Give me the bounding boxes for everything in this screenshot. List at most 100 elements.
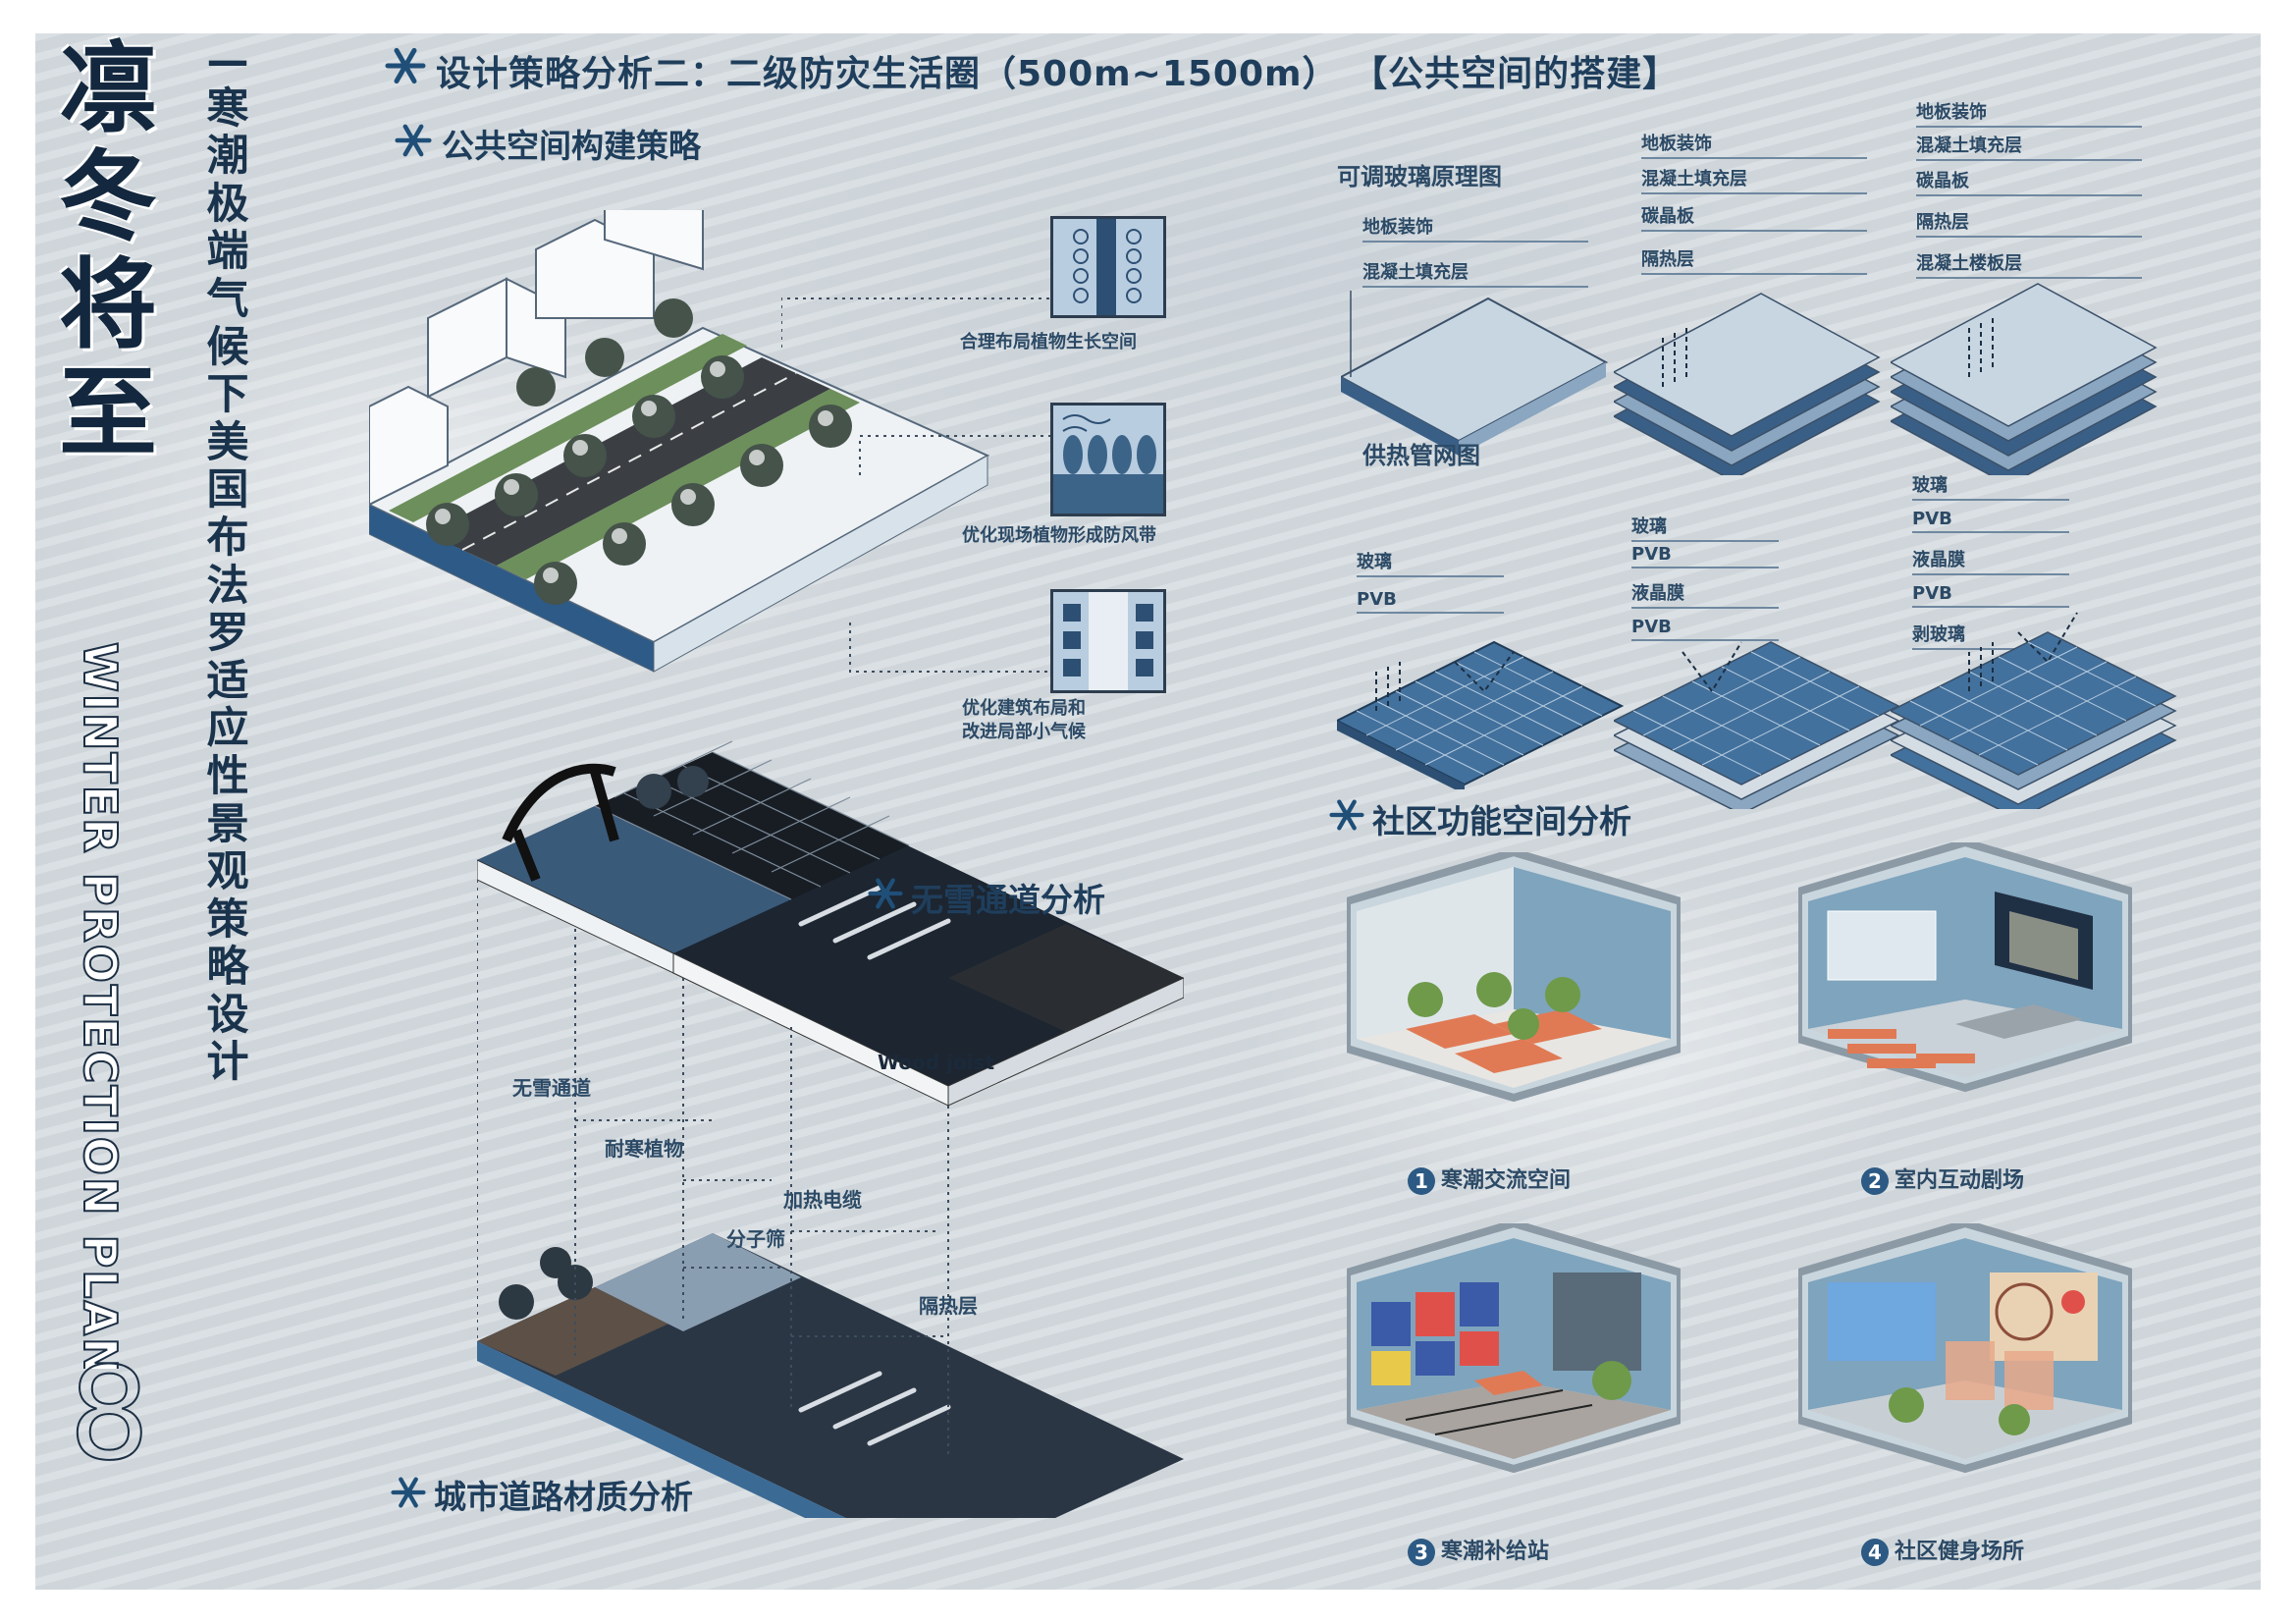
room-fitness (1798, 1223, 2132, 1474)
panel3-layer-3: 碳晶板 (1916, 167, 2142, 196)
strategy-subtitle: 公共空间构建策略 (442, 127, 701, 165)
street-isometric-diagram (369, 210, 990, 673)
windbreak-icon (1050, 403, 1166, 516)
glass3-layer-5: 剥玻璃 (1912, 621, 2069, 650)
panel1-layer-2: 混凝土填充层 (1362, 258, 1588, 288)
slab-floor-panel (1891, 283, 2158, 475)
panel3-layer-2: 混凝土填充层 (1916, 132, 2142, 161)
room-1-number: 1 (1408, 1167, 1435, 1195)
heating-floor-panel (1341, 291, 1609, 456)
label-heating-cable: 加热电缆 (783, 1188, 862, 1212)
panel2-layer-2: 混凝土填充层 (1641, 165, 1867, 194)
callout-lines (781, 298, 1051, 673)
glass-panel-lc (1614, 641, 1900, 809)
title-char-1: 凛 (59, 33, 157, 146)
svg-text:WINTER PROTECTION PLAN: WINTER PROTECTION PLAN (74, 642, 127, 1369)
room-3-text: 寒潮补给站 (1441, 1540, 1550, 1564)
room-4-number: 4 (1861, 1539, 1889, 1566)
glass2-layer-4: PVB (1631, 617, 1779, 641)
glass2-layer-1: 玻璃 (1631, 513, 1779, 542)
subtitle-char: 寒 (206, 83, 249, 134)
room-2-number: 2 (1861, 1167, 1889, 1195)
snowflake-icon (1329, 799, 1364, 831)
glass3-layer-3: 液晶膜 (1912, 546, 2069, 575)
road-title: 城市道路材质分析 (434, 1478, 693, 1516)
label-insulation: 隔热层 (919, 1294, 978, 1318)
label-plants: 耐寒植物 (605, 1137, 683, 1161)
subtitle-char: 适 (206, 656, 249, 706)
subtitle-char: 布 (206, 513, 249, 563)
subtitle-char: 端 (206, 227, 249, 277)
strategy-item-1: 合理布局植物生长空间 (960, 332, 1137, 352)
carbon-floor-panel (1614, 293, 1881, 475)
room-4-text: 社区健身场所 (1895, 1540, 2025, 1564)
page-number: 8 (68, 1338, 151, 1489)
panel1-layer-1: 地板装饰 (1362, 213, 1588, 243)
strategy-item-2: 优化现场植物形成防风带 (962, 525, 1156, 546)
label-molecular-sieve: 分子筛 (726, 1227, 785, 1251)
community-title: 社区功能空间分析 (1372, 802, 1631, 840)
subtitle-char: 法 (206, 561, 249, 611)
snowfree-section-diagram (477, 740, 1184, 1518)
snowflake-icon (395, 124, 432, 157)
title-char-4: 至 (59, 355, 157, 470)
subtitle-char: 观 (206, 847, 249, 897)
label-snowfree: 无雪通道 (512, 1076, 591, 1100)
heating-label: 供热管网图 (1362, 442, 1480, 469)
title-char-3: 将 (59, 247, 157, 362)
glass1-layer-2: PVB (1357, 589, 1504, 614)
plant-space-icon (1050, 216, 1166, 318)
english-vertical-title: WINTER PROTECTION PLAN (73, 642, 128, 1369)
panel3-layer-5: 混凝土楼板层 (1916, 249, 2142, 279)
strategy-item-4: 改进局部小气候 (962, 722, 1086, 742)
room-3-number: 3 (1408, 1539, 1435, 1566)
building-layout-icon (1050, 589, 1166, 693)
strategy-item-3: 优化建筑布局和 (962, 698, 1086, 719)
subtitle-char: 候 (206, 322, 249, 372)
room-1-text: 寒潮交流空间 (1441, 1168, 1572, 1193)
panel3-layer-4: 隔热层 (1916, 208, 2142, 238)
room-supply-station (1347, 1223, 1681, 1474)
subtitle-char: 潮 (206, 132, 249, 182)
panel2-layer-1: 地板装饰 (1641, 130, 1867, 159)
glass1-layer-1: 玻璃 (1357, 548, 1504, 577)
subtitle-char: 美 (206, 417, 249, 467)
glass2-layer-3: 液晶膜 (1631, 579, 1779, 609)
room-cold-exchange (1347, 852, 1681, 1103)
glass3-layer-2: PVB (1912, 509, 2069, 533)
subtitle-char: 计 (206, 1038, 249, 1088)
glass3-layer-1: 玻璃 (1912, 471, 2069, 501)
glass-title: 可调玻璃原理图 (1337, 163, 1502, 190)
panel2-layer-3: 碳晶板 (1641, 202, 1867, 232)
panel3-layer-1: 地板装饰 (1916, 98, 2142, 128)
title-char-2: 冬 (59, 139, 157, 254)
glass2-layer-2: PVB (1631, 544, 1779, 568)
subtitle-char: 下 (206, 370, 249, 420)
subtitle-char: 性 (206, 751, 249, 801)
subtitle-char: 设 (206, 990, 249, 1040)
main-title-block: 凛 冬 将 至 (39, 35, 177, 467)
subtitle-char: 气 (206, 274, 249, 324)
subtitle-char: — (206, 36, 249, 85)
vertical-subtitle: — 寒 潮 极 端 气 候 下 美 国 布 法 罗 适 应 性 景 观 策 略 … (196, 37, 259, 1087)
subtitle-char: 国 (206, 465, 249, 515)
header-title: 设计策略分析二：二级防灾生活圈（500m~1500m） 【公共空间的搭建】 (436, 54, 1680, 94)
subtitle-char: 策 (206, 894, 249, 945)
snowflake-icon (391, 1477, 426, 1508)
glass3-layer-4: PVB (1912, 583, 2069, 608)
glass-panel-full (1891, 612, 2177, 809)
subtitle-char: 罗 (206, 609, 249, 659)
subtitle-char: 应 (206, 704, 249, 754)
poster-board: 凛 冬 将 至 — 寒 潮 极 端 气 候 下 美 国 布 法 罗 适 应 性 … (35, 33, 2261, 1590)
snowfree-title: 无雪通道分析 (911, 881, 1105, 919)
subtitle-char: 极 (206, 179, 249, 229)
room-2-text: 室内互动剧场 (1895, 1168, 2025, 1193)
snowflake-icon (868, 878, 903, 909)
room-theater (1798, 842, 2132, 1093)
snowflake-icon (385, 47, 426, 84)
label-wood-joist: Wood joist (878, 1051, 995, 1074)
